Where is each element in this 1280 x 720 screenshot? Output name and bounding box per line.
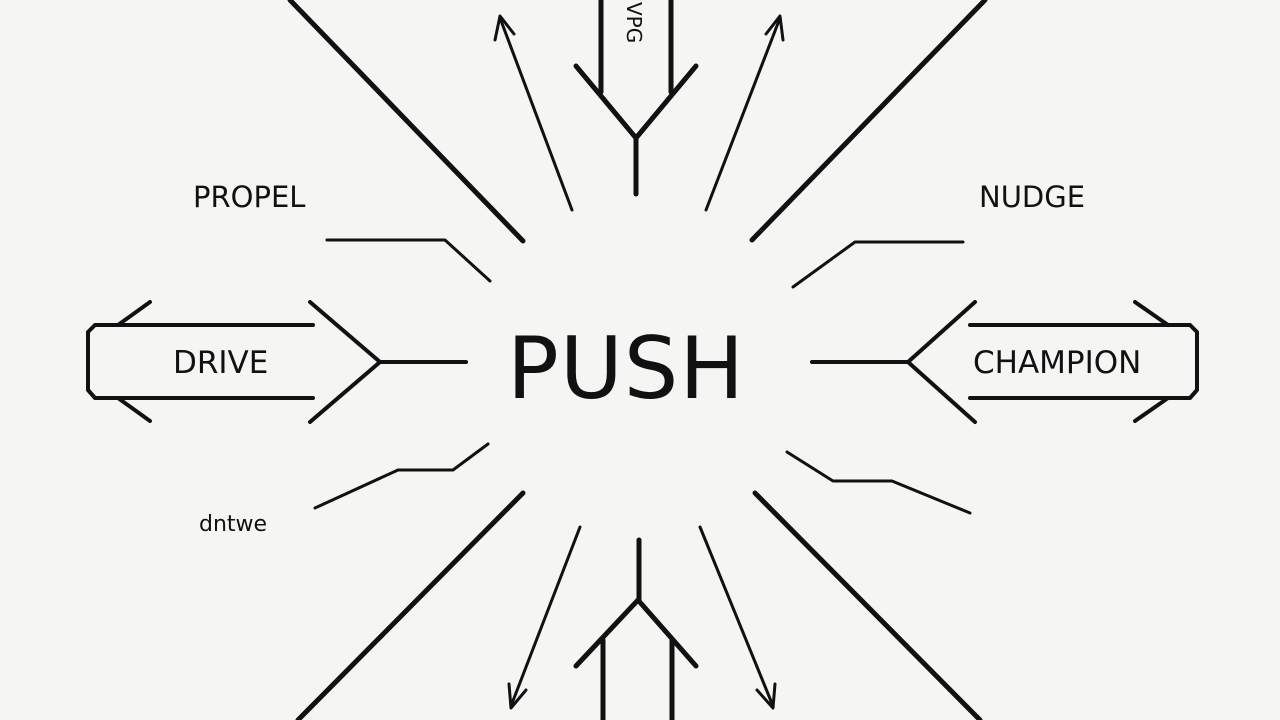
champion-box-outer-arrow [906, 300, 977, 424]
label-nudge: NUDGE [979, 180, 1086, 214]
ray-top-right [749, 0, 988, 243]
label-bottom-left: dntwe [199, 512, 268, 537]
arrow-top-right-head [764, 14, 785, 42]
champion-box-barb-bottom [1133, 396, 1170, 423]
arrow-bottom-left-head [507, 682, 528, 710]
arrow-top-left-head [493, 14, 516, 42]
label-top-fragment: VPG [622, 2, 646, 44]
label-propel: PROPEL [193, 180, 306, 214]
ray-bottom-right [752, 490, 983, 720]
connector-nudge [791, 240, 965, 289]
connector-bottom-right [785, 450, 972, 515]
arrow-bottom-left-shaft [509, 525, 582, 708]
arrow-bottom-right-shaft [698, 525, 775, 708]
drive-box-barb-bottom [116, 396, 152, 423]
bottom-arrow-head [573, 597, 699, 669]
label-champion: CHAMPION [973, 345, 1142, 381]
connector-bottom-left [313, 442, 490, 510]
champion-box-outline [968, 323, 1199, 400]
label-drive: DRIVE [173, 345, 269, 381]
center-label: PUSH [507, 319, 746, 419]
arrow-top-right-shaft [704, 16, 782, 212]
drive-box-outline [86, 323, 315, 400]
ray-bottom-left [295, 490, 526, 720]
drive-box-outer-arrow [308, 300, 382, 424]
champion-box-barb-top [1133, 300, 1170, 327]
arrow-top-left-shaft [498, 16, 574, 212]
ray-top-left [287, 0, 526, 244]
arrow-bottom-right-head [755, 682, 777, 710]
drive-box-barb-top [116, 300, 152, 327]
top-arrow-head [573, 63, 699, 141]
connector-propel [325, 238, 492, 283]
